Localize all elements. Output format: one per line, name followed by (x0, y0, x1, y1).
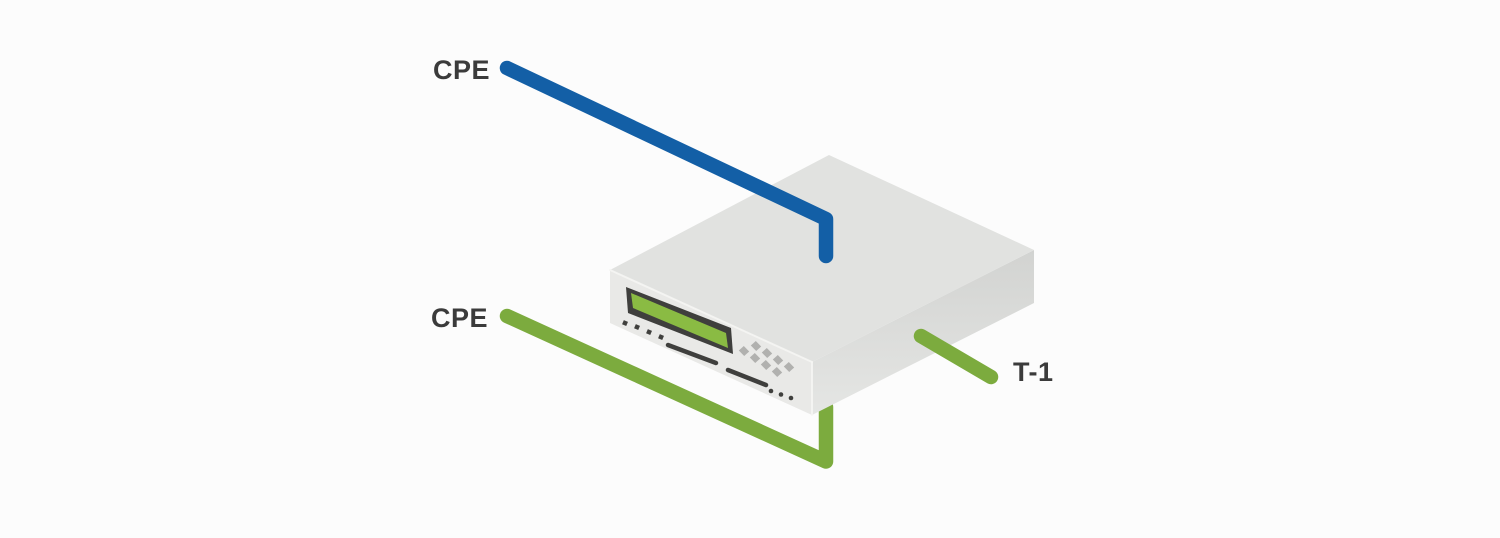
status-dot (788, 395, 794, 401)
keypad-button-diamond (761, 348, 773, 358)
led-indicator (622, 320, 628, 327)
status-dot (778, 392, 784, 397)
led-indicator (634, 324, 640, 331)
led-indicator (658, 334, 664, 341)
status-dot (768, 388, 774, 394)
label-cpe-bottom: CPE (430, 303, 488, 333)
device-front-top-edge (609, 269, 813, 363)
isometric-network-appliance-icon (609, 155, 1034, 416)
slot-line (725, 367, 769, 388)
led-indicator (646, 329, 652, 336)
keypad-button-diamond (772, 355, 784, 365)
keypad-diamond-grid (738, 341, 795, 377)
t1-green-stub-line (913, 328, 999, 385)
led-indicator-row (622, 320, 664, 341)
keypad-button-diamond (760, 360, 772, 370)
status-dot-row (768, 388, 794, 401)
lcd-screen (631, 293, 728, 348)
keypad-button-diamond (738, 346, 750, 356)
keypad-button-diamond (750, 341, 762, 351)
cpe-green-cable-line (499, 308, 834, 469)
keypad-button-diamond (771, 367, 783, 377)
label-t1: T-1 (1013, 357, 1054, 387)
slot-line (665, 342, 719, 366)
keypad-button-diamond (749, 353, 761, 363)
label-cpe-top: CPE (432, 55, 490, 85)
keypad-button-diamond (783, 362, 795, 372)
cpe-blue-cable-line (499, 60, 834, 264)
